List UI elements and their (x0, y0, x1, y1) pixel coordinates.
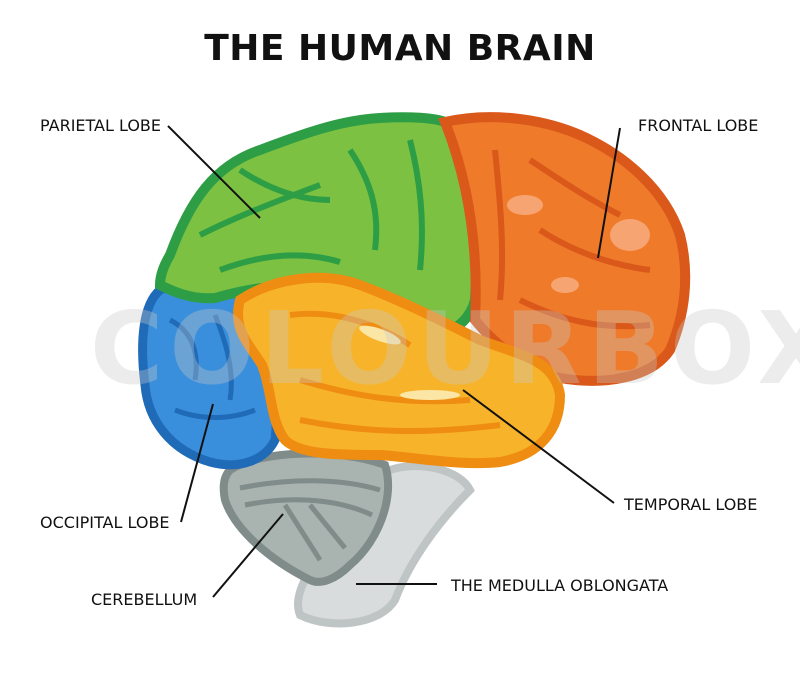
temporal-lobe-region (233, 272, 566, 469)
occipital-folds (168, 314, 256, 420)
parietal-folds (198, 139, 425, 273)
page-title: THE HUMAN BRAIN (204, 28, 596, 69)
label-occipital-lobe: OCCIPITAL LOBE (40, 513, 170, 532)
leader-lines (167, 125, 621, 598)
leader-line-parietal (167, 125, 261, 219)
leader-line-frontal (597, 127, 621, 259)
frontal-folds (492, 149, 651, 330)
frontal-highlights (507, 195, 650, 293)
frontal-lobe-region (438, 112, 691, 386)
label-parietal-lobe: PARIETAL LOBE (40, 116, 162, 135)
leader-line-cerebellum (212, 513, 284, 598)
label-medulla-oblongata: THE MEDULLA OBLONGATA (451, 576, 669, 595)
label-cerebellum: CEREBELLUM (91, 590, 198, 609)
leader-line-temporal (462, 389, 615, 504)
label-frontal-lobe: FRONTAL LOBE (638, 116, 759, 135)
leader-line-occipital (180, 403, 214, 523)
label-temporal-lobe: TEMPORAL LOBE (624, 495, 758, 514)
cerebellum-folds (239, 478, 381, 562)
temporal-highlights (359, 325, 460, 400)
